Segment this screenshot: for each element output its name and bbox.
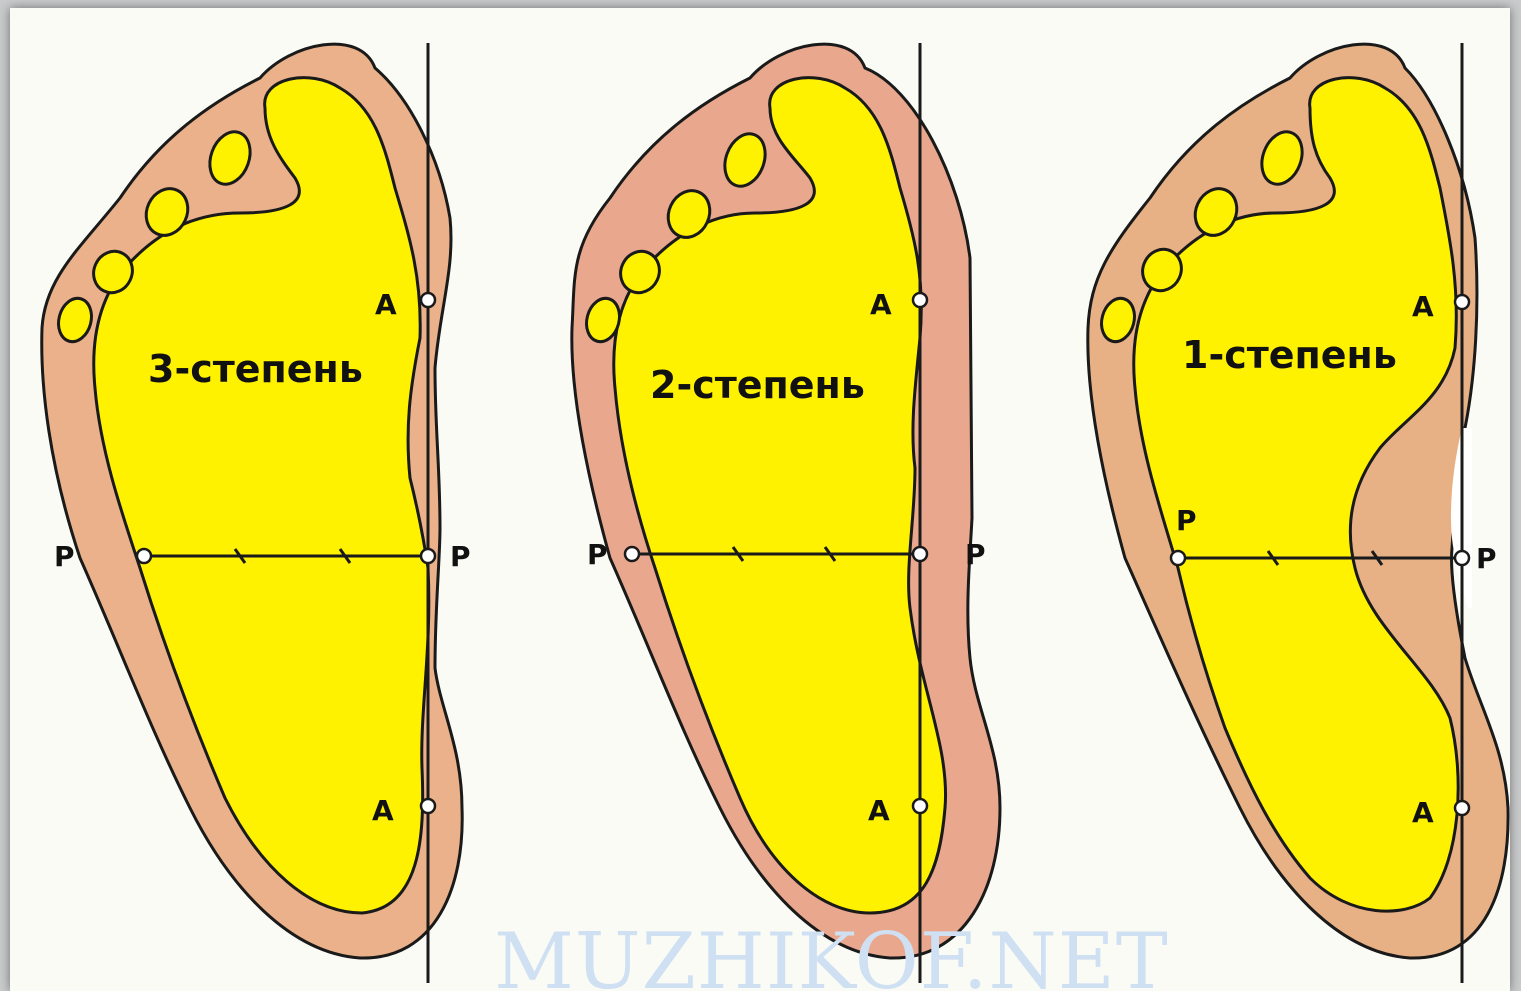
panel-grade-3: A A P P 3-степень [42, 43, 471, 983]
flatfoot-diagram: A A P P 3-степень A A P P 2-степень [10, 8, 1510, 991]
panel-grade-2: A A P P 2-степень [572, 43, 1000, 983]
label-a-bottom: A [868, 794, 890, 827]
point-p-right [913, 547, 927, 561]
point-p-left [1171, 551, 1185, 565]
label-a-top: A [1412, 290, 1434, 323]
point-a-top [913, 293, 927, 307]
degree-label: 1-степень [1182, 333, 1397, 377]
label-p-left: P [54, 540, 75, 573]
point-p-right [1455, 551, 1469, 565]
point-a-bottom [913, 799, 927, 813]
label-p-left: P [587, 538, 608, 571]
label-a-top: A [375, 288, 397, 321]
point-p-right [421, 549, 435, 563]
point-a-bottom [421, 799, 435, 813]
point-a-bottom [1455, 801, 1469, 815]
label-a-top: A [870, 288, 892, 321]
label-p-right: P [965, 538, 986, 571]
panel-grade-1: A A P P 1-степень [1088, 43, 1508, 983]
label-p-right: P [1476, 542, 1497, 575]
point-a-top [421, 293, 435, 307]
degree-label: 3-степень [148, 347, 363, 391]
label-a-bottom: A [1412, 796, 1434, 829]
degree-label: 2-степень [650, 363, 865, 407]
label-p-left: P [1176, 504, 1197, 537]
label-p-right: P [450, 540, 471, 573]
label-a-bottom: A [372, 794, 394, 827]
diagram-canvas: A A P P 3-степень A A P P 2-степень [10, 8, 1510, 991]
point-p-left [137, 549, 151, 563]
watermark: MUZHIKOF.NET [494, 917, 1169, 991]
point-a-top [1455, 295, 1469, 309]
point-p-left [625, 547, 639, 561]
